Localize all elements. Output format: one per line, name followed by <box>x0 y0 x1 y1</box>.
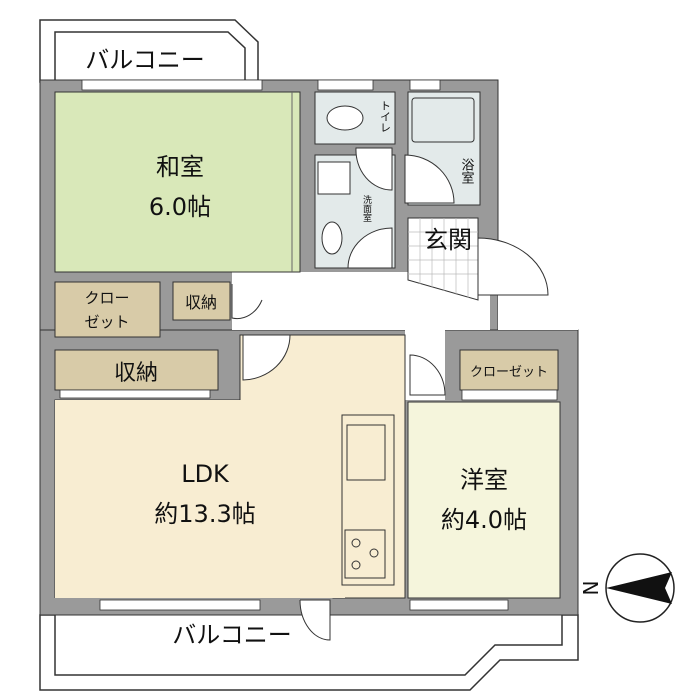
balcony-door-icon <box>299 599 331 641</box>
bath-label: 浴室 <box>459 158 475 184</box>
toilet-door-icon <box>355 147 393 191</box>
yoshitsu-door-icon <box>409 354 446 396</box>
closet-left-label-1: クロー <box>84 289 129 307</box>
compass-icon: N <box>578 553 675 623</box>
storage-small-label: 収納 <box>185 293 217 312</box>
closet-right <box>459 349 559 391</box>
washroom-door-icon <box>347 227 393 269</box>
ldk-name: LDK <box>181 460 230 488</box>
storage-door-icon <box>231 284 263 320</box>
yoshitsu-name: 洋室 <box>460 466 508 494</box>
balcony-top-label: バルコニー <box>85 46 205 74</box>
genkan-label-1: 玄関 <box>424 226 472 254</box>
toilet-bowl-icon <box>326 105 364 131</box>
compass-north-label: N <box>578 581 602 596</box>
storage-small <box>172 281 231 321</box>
toilet-label: トイレ <box>379 100 392 133</box>
washitsu <box>54 91 301 273</box>
kitchen-sink-icon <box>346 424 386 481</box>
bath-door-icon <box>404 154 455 204</box>
closet-right-label: クローゼット <box>470 365 548 380</box>
washing-machine-icon <box>317 161 351 195</box>
sink-icon <box>321 221 343 255</box>
closet-left <box>54 281 161 338</box>
closet-left-label-2: ゼット <box>84 313 129 331</box>
storage-large-label: 収納 <box>114 361 158 386</box>
genkan <box>407 217 479 301</box>
yoshitsu-size: 約4.0帖 <box>441 506 527 534</box>
yoshitsu <box>407 401 561 599</box>
ldk-door-icon <box>242 334 291 381</box>
stove-icon <box>344 529 386 579</box>
genkan-label: 玄関 <box>424 226 472 254</box>
washitsu-name: 和室 <box>156 153 204 181</box>
ldk-size: 約13.3帖 <box>154 500 255 528</box>
balcony-bottom-label: バルコニー <box>172 621 292 649</box>
entrance-door-icon <box>477 237 549 296</box>
storage-large <box>54 349 219 391</box>
washitsu-size: 6.0帖 <box>149 193 211 221</box>
bathtub-icon <box>411 97 475 143</box>
windows <box>59 79 558 611</box>
washroom-label: 洗面室 <box>361 194 372 222</box>
